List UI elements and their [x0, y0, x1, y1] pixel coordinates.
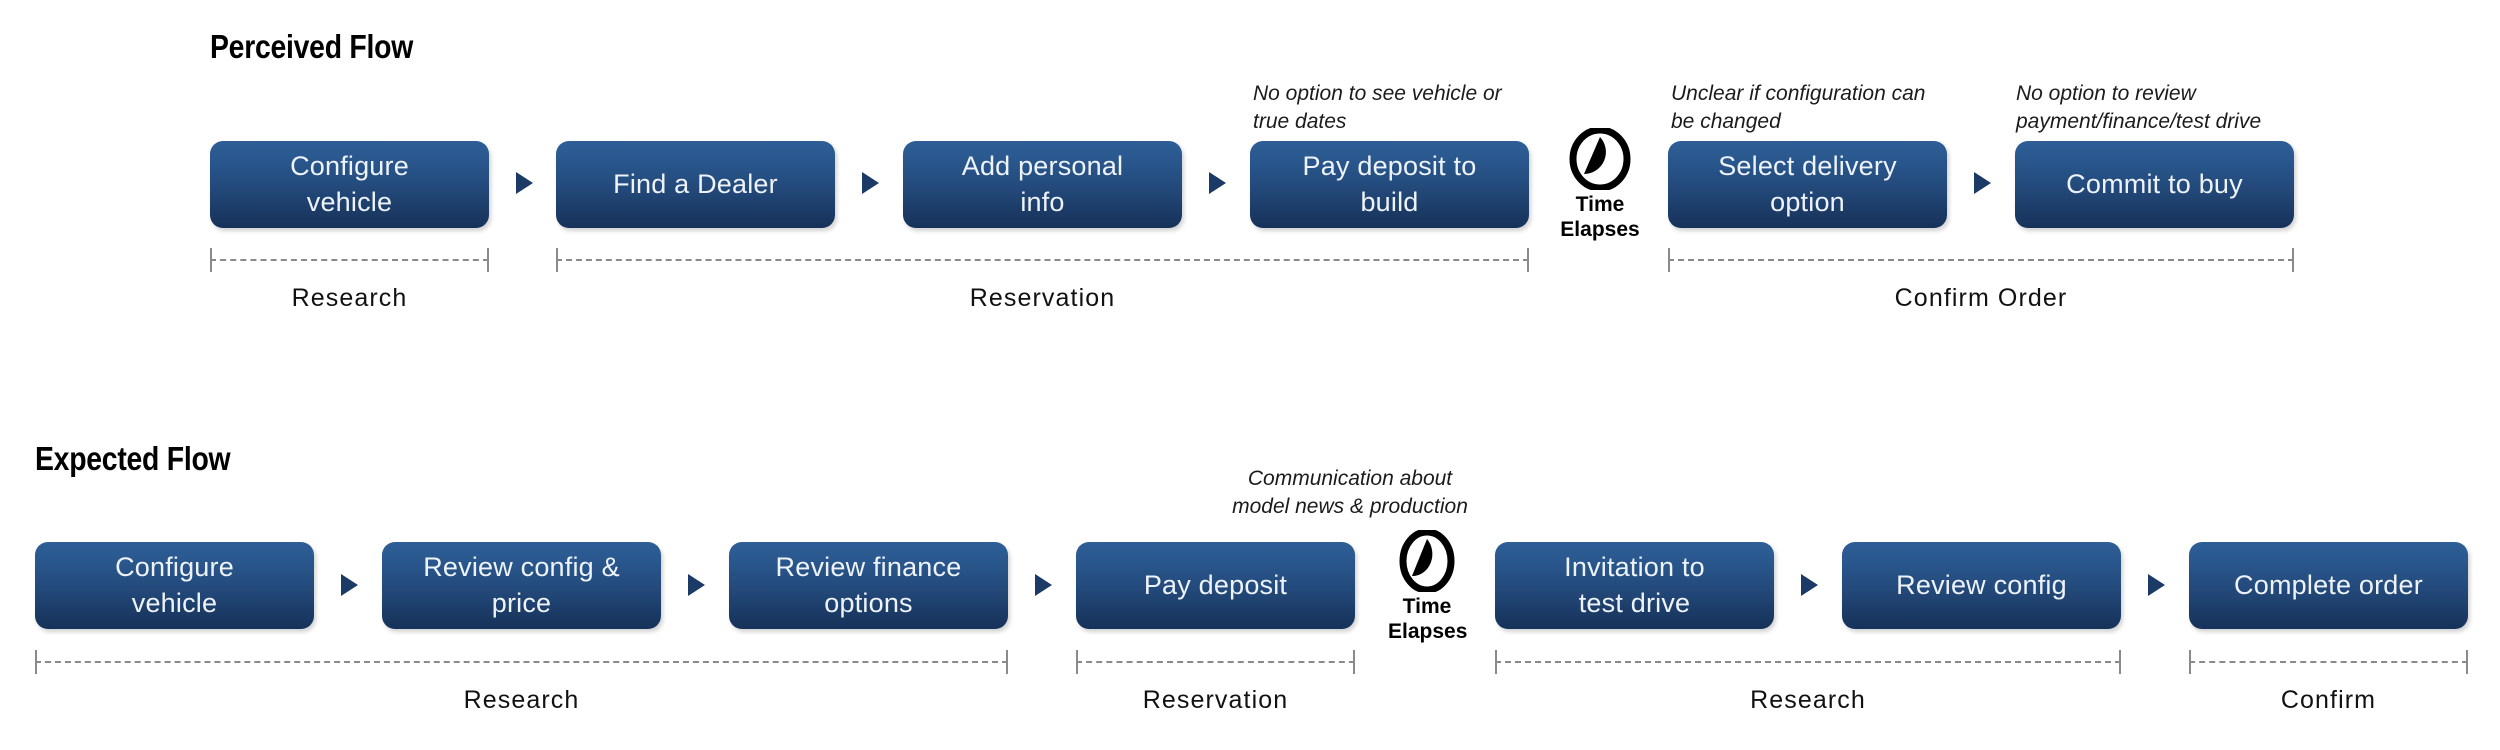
- time-elapses-marker-row2: Time Elapses: [1388, 530, 1468, 645]
- span-dash: [2189, 661, 2468, 663]
- node-add-personal-info[interactable]: Add personal info: [903, 141, 1182, 228]
- span-dash: [35, 661, 1008, 663]
- node-label: Review config & price: [423, 551, 620, 618]
- span-cap-right: [1527, 248, 1529, 272]
- stage-label-confirm-order-row1: Confirm Order: [1894, 284, 2068, 312]
- span-dash: [210, 259, 489, 261]
- arrow-icon: [1974, 172, 1991, 194]
- stage-span-research-row1: [210, 248, 489, 272]
- clock-icon: [1569, 128, 1631, 190]
- arrow-icon: [516, 172, 533, 194]
- note-no-option-vehicle-dates: No option to see vehicle or true dates: [1253, 82, 1502, 134]
- arrow-icon: [1035, 574, 1052, 596]
- stage-label-research-row1: Research: [291, 284, 408, 312]
- stage-label-reservation-row1: Reservation: [969, 284, 1116, 312]
- span-cap-right: [2119, 650, 2121, 674]
- arrow-icon: [1209, 172, 1226, 194]
- stage-label-research-row2-a: Research: [463, 686, 580, 714]
- arrow-icon: [341, 574, 358, 596]
- span-cap-right: [1353, 650, 1355, 674]
- stage-span-research-row2-a: [35, 650, 1008, 674]
- stage-label-confirm-row2: Confirm: [2280, 686, 2377, 714]
- note-no-option-review-payment: No option to review payment/finance/test…: [2016, 82, 2262, 134]
- node-label: Invitation to test drive: [1564, 551, 1705, 618]
- node-label: Commit to buy: [2066, 168, 2243, 199]
- perceived-flow-title: Perceived Flow: [210, 28, 414, 65]
- node-label: Select delivery option: [1718, 150, 1897, 217]
- span-dash: [1076, 661, 1355, 663]
- stage-span-research-row2-b: [1495, 650, 2121, 674]
- node-label: Review config: [1896, 569, 2067, 600]
- stage-label-reservation-row2: Reservation: [1142, 686, 1289, 714]
- span-dash: [1668, 259, 2294, 261]
- node-review-config-price[interactable]: Review config & price: [382, 542, 661, 629]
- time-elapses-label: Time Elapses: [1560, 193, 1640, 241]
- node-label: Find a Dealer: [613, 168, 778, 199]
- stage-span-reservation-row1: [556, 248, 1529, 272]
- node-label: Add personal info: [961, 150, 1124, 217]
- node-label: Configure vehicle: [115, 551, 234, 618]
- arrow-icon: [688, 574, 705, 596]
- node-label: Pay deposit to build: [1302, 150, 1477, 217]
- node-label: Review finance options: [775, 551, 962, 618]
- span-cap-right: [2466, 650, 2468, 674]
- clock-icon: [1399, 530, 1455, 592]
- time-elapses-label: Time Elapses: [1388, 595, 1468, 643]
- node-configure-vehicle-expected[interactable]: Configure vehicle: [35, 542, 314, 629]
- span-dash: [1495, 661, 2121, 663]
- node-find-a-dealer[interactable]: Find a Dealer: [556, 141, 835, 228]
- span-dash: [556, 259, 1529, 261]
- node-pay-deposit[interactable]: Pay deposit: [1076, 542, 1355, 629]
- node-commit-to-buy[interactable]: Commit to buy: [2015, 141, 2294, 228]
- stage-label-research-row2-b: Research: [1750, 686, 1866, 714]
- expected-flow-title: Expected Flow: [35, 440, 231, 477]
- note-unclear-configuration: Unclear if configuration can be changed: [1671, 82, 1926, 134]
- arrow-icon: [2148, 574, 2165, 596]
- node-select-delivery-option[interactable]: Select delivery option: [1668, 141, 1947, 228]
- span-cap-right: [1006, 650, 1008, 674]
- node-invitation-to-test-drive[interactable]: Invitation to test drive: [1495, 542, 1774, 629]
- node-label: Configure vehicle: [290, 150, 409, 217]
- node-label: Complete order: [2234, 569, 2423, 600]
- stage-span-confirm-order-row1: [1668, 248, 2294, 272]
- arrow-icon: [1801, 574, 1818, 596]
- note-communication-model-news: Communication about model news & product…: [1232, 467, 1468, 519]
- time-elapses-marker-row1: Time Elapses: [1560, 128, 1640, 243]
- node-complete-order[interactable]: Complete order: [2189, 542, 2468, 629]
- node-configure-vehicle[interactable]: Configure vehicle: [210, 141, 489, 228]
- node-review-finance-options[interactable]: Review finance options: [729, 542, 1008, 629]
- span-cap-right: [2292, 248, 2294, 272]
- node-pay-deposit-to-build[interactable]: Pay deposit to build: [1250, 141, 1529, 228]
- span-cap-right: [487, 248, 489, 272]
- node-review-config[interactable]: Review config: [1842, 542, 2121, 629]
- stage-span-reservation-row2: [1076, 650, 1355, 674]
- stage-span-confirm-row2: [2189, 650, 2468, 674]
- arrow-icon: [862, 172, 879, 194]
- node-label: Pay deposit: [1143, 569, 1288, 600]
